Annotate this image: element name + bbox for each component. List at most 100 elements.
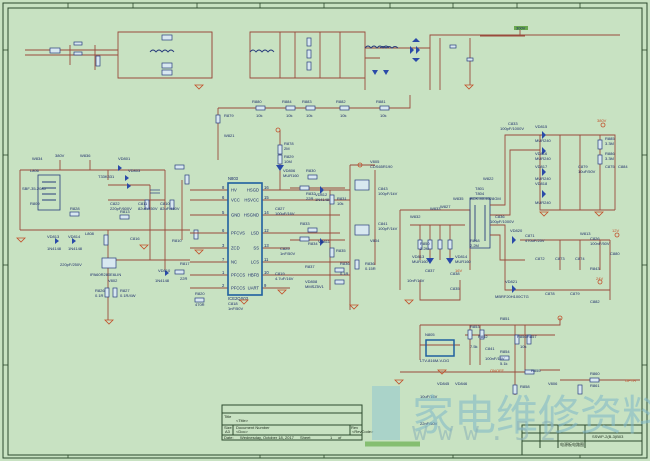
svg-text:VD817: VD817 [535, 164, 548, 169]
svg-text:VD846: VD846 [455, 381, 468, 386]
svg-text:MUR160: MUR160 [283, 173, 300, 178]
svg-text:Document Number: Document Number [236, 425, 270, 430]
svg-text:ONOFF: ONOFF [490, 368, 505, 373]
svg-text:R881: R881 [376, 99, 386, 104]
svg-text:IPA60R280E6LIN: IPA60R280E6LIN [90, 272, 121, 277]
svg-text:2.2M: 2.2M [470, 243, 479, 248]
svg-text:C819: C819 [275, 271, 285, 276]
svg-text:VD820: VD820 [510, 228, 523, 233]
svg-text:V806: V806 [548, 381, 558, 386]
ic-pin-name: UART [248, 286, 260, 291]
ic-pin-name: HBFB [248, 273, 259, 278]
svg-text:R852: R852 [478, 334, 488, 339]
svg-text:470uF/25V: 470uF/25V [525, 238, 545, 243]
svg-text:470R: 470R [195, 302, 205, 307]
title-block: Title <Title> Size A3 Document Number <D… [221, 404, 643, 456]
ic-pin-num: 6 [222, 228, 225, 233]
svg-text:MUR240: MUR240 [535, 200, 552, 205]
svg-text:W822: W822 [483, 176, 494, 181]
svg-text:C841: C841 [485, 346, 495, 351]
svg-text:T33K331: T33K331 [98, 174, 115, 179]
svg-text:10k: 10k [306, 113, 312, 118]
svg-text:2.2M: 2.2M [420, 246, 429, 251]
ic-pin-name: HV [231, 188, 237, 193]
svg-text:380V: 380V [597, 118, 607, 123]
svg-text:100pF/1000V: 100pF/1000V [500, 126, 524, 131]
ic-pin-name: LSD [251, 231, 259, 236]
ic-pin-name: VCC [231, 198, 240, 203]
svg-text:MUR240: MUR240 [535, 138, 552, 143]
ic-pin-name: PFCVS [231, 231, 245, 236]
svg-text:Title: Title [224, 414, 232, 419]
svg-text:C838: C838 [450, 271, 460, 276]
input-section: 300V [25, 26, 620, 90]
svg-text:VD814: VD814 [455, 254, 468, 259]
svg-text:VD818: VD818 [535, 181, 548, 186]
svg-text:100pF/1000V: 100pF/1000V [490, 219, 514, 224]
svg-text:R851: R851 [500, 316, 510, 321]
svg-text:Date:: Date: [224, 435, 234, 440]
svg-text:R855: R855 [531, 368, 541, 373]
svg-text:R826: R826 [95, 288, 105, 293]
svg-text:380V: 380V [55, 153, 65, 158]
svg-text:1N4148: 1N4148 [68, 246, 83, 251]
ic-pin-name: PFCCS [231, 273, 245, 278]
svg-text:R843: R843 [590, 266, 600, 271]
ic-pin-num: 10 [264, 270, 269, 275]
svg-text:R883: R883 [302, 99, 312, 104]
svg-text:C836: C836 [495, 214, 505, 219]
svg-text:R858: R858 [520, 384, 530, 389]
svg-text:R885: R885 [605, 136, 615, 141]
frame-ticks [3, 3, 647, 458]
svg-text:VD806: VD806 [283, 168, 296, 173]
svg-text:R882: R882 [336, 99, 346, 104]
svg-text:82uF/450V: 82uF/450V [138, 206, 158, 211]
svg-text:W832: W832 [410, 214, 421, 219]
svg-text:C879: C879 [570, 291, 580, 296]
svg-text:C825: C825 [280, 246, 290, 251]
svg-text:C810: C810 [160, 201, 170, 206]
ic-pin-num: 16 [264, 185, 269, 190]
svg-text:R827: R827 [120, 288, 130, 293]
svg-text:0.15R: 0.15R [365, 266, 376, 271]
svg-text:24V: 24V [596, 276, 603, 281]
svg-text:R829: R829 [284, 154, 294, 159]
svg-text:R848: R848 [470, 238, 480, 243]
svg-text:10uF/16V: 10uF/16V [420, 394, 438, 399]
ic-pin-name: LCS [251, 260, 259, 265]
svg-text:100pF/1kV: 100pF/1kV [378, 226, 398, 231]
svg-text:12V: 12V [612, 228, 619, 233]
ic-pin-num: 9 [264, 283, 267, 288]
ic-pin-num: 1 [222, 270, 225, 275]
svg-text:C827: C827 [275, 206, 285, 211]
svg-text:R856: R856 [517, 334, 527, 339]
svg-text:1N4148: 1N4148 [155, 278, 170, 283]
net-label-300v [514, 26, 528, 30]
ic-pin-num: 7 [222, 257, 225, 262]
svg-text:MUR240: MUR240 [535, 156, 552, 161]
svg-text:MUR160: MUR160 [455, 259, 472, 264]
svg-text:VD801: VD801 [118, 156, 131, 161]
svg-text:100uF/16V: 100uF/16V [275, 211, 295, 216]
svg-text:3.3M: 3.3M [605, 141, 614, 146]
svg-text:R830: R830 [306, 168, 316, 173]
svg-text:10M: 10M [284, 159, 292, 164]
svg-text:CDS65R190: CDS65R190 [370, 164, 393, 169]
svg-text:W821: W821 [224, 133, 235, 138]
svg-text:C811: C811 [138, 201, 148, 206]
svg-text:MUR240: MUR240 [535, 176, 552, 181]
svg-text:R850: R850 [420, 241, 430, 246]
svg-text:R880: R880 [252, 99, 262, 104]
svg-text:R878: R878 [284, 141, 294, 146]
svg-text:220pF/600V: 220pF/600V [110, 206, 132, 211]
svg-text:VD808: VD808 [305, 279, 318, 284]
svg-text:Sheet: Sheet [300, 435, 311, 440]
svg-text:W835: W835 [453, 196, 464, 201]
svg-text:R886: R886 [605, 151, 615, 156]
ic-pin-num: 13 [264, 243, 269, 248]
svg-text:VD812: VD812 [315, 192, 328, 197]
